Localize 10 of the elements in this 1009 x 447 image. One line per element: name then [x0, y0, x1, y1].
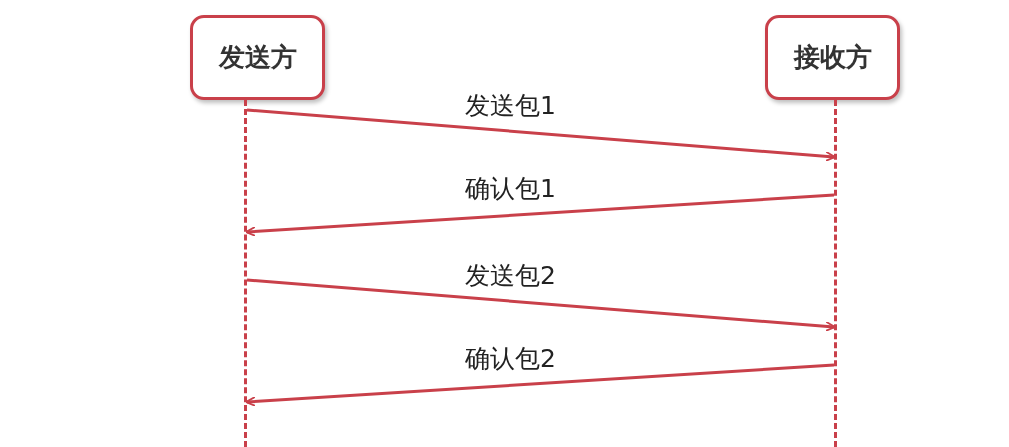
- participant-name: 接收方: [793, 41, 872, 74]
- participant-name: 发送方: [218, 41, 297, 74]
- lifeline: [244, 100, 247, 447]
- participant-box: [765, 15, 900, 100]
- message-arrow: [245, 193, 835, 237]
- message-arrow: [246, 278, 836, 332]
- message-arrow: [246, 108, 836, 162]
- participant-box: [190, 15, 325, 100]
- message-arrow: [245, 363, 835, 407]
- lifeline: [834, 100, 837, 447]
